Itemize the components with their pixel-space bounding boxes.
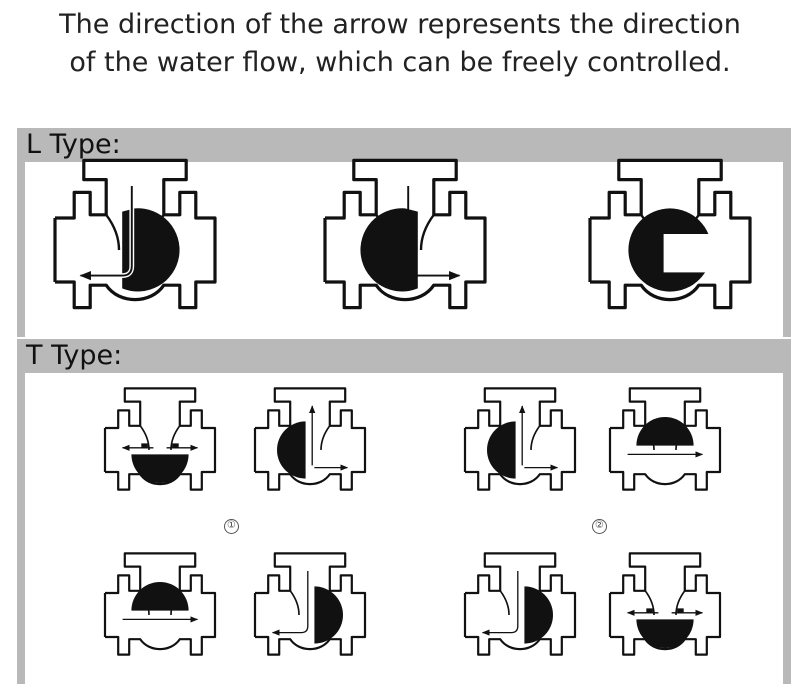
l-valve-2 xyxy=(323,158,487,310)
t-valve-8 xyxy=(608,552,722,656)
l-valve-3 xyxy=(588,158,752,310)
t-valve-6 xyxy=(253,552,367,656)
t-valve-3 xyxy=(463,387,577,491)
diagram-marker-2: ② xyxy=(592,519,607,534)
t-type-heading: T Type: xyxy=(26,340,123,371)
title-line-1: The direction of the arrow represents th… xyxy=(59,9,741,40)
description-title: The direction of the arrow represents th… xyxy=(0,6,800,82)
t-valve-5 xyxy=(103,552,217,656)
t-valve-2 xyxy=(253,387,367,491)
t-valve-4 xyxy=(608,387,722,491)
l-valve-1 xyxy=(53,158,217,310)
title-line-2: of the water flow, which can be freely c… xyxy=(69,47,731,78)
l-type-heading: L Type: xyxy=(26,129,121,160)
t-valve-7 xyxy=(463,552,577,656)
diagram-marker-1: ① xyxy=(224,519,239,534)
t-valve-1 xyxy=(103,387,217,491)
